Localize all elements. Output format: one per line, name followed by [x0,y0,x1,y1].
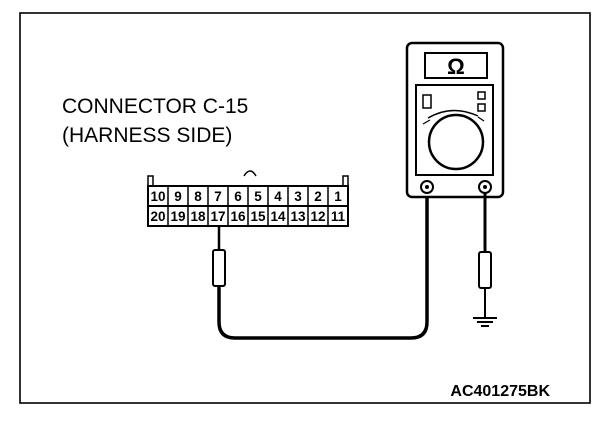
figure-border [19,12,591,404]
switch-right-bottom-icon [477,103,486,112]
pin-6: 6 [234,189,242,204]
pin-14: 14 [270,209,286,224]
pin-3: 3 [294,189,302,204]
pin-11: 11 [331,209,346,224]
connector-latch [243,170,257,177]
pin-13: 13 [290,209,306,224]
pin-2: 2 [314,189,322,204]
pin-15: 15 [250,209,266,224]
pin-16: 16 [230,209,246,224]
test-lead-wire [217,187,429,340]
ohmmeter: Ω [405,41,505,199]
ohm-symbol: Ω [447,54,465,79]
ground-symbol-icon [473,317,497,327]
pin-8: 8 [194,189,202,204]
pin-5: 5 [254,189,262,204]
meter-display [424,52,488,79]
pin-10: 10 [150,189,165,204]
pin-9: 9 [174,189,182,204]
dial-knob-icon [427,113,485,171]
dial-scale-icon [427,109,479,119]
ground-probe [478,251,492,289]
connector-tab-right [342,175,349,186]
pin-18: 18 [190,209,206,224]
ground-lead [478,193,492,318]
connector-title: CONNECTOR C-15 [62,95,248,118]
switch-right-top-icon [477,91,486,100]
connector-tab-left [147,175,154,186]
switch-left-icon [422,94,432,109]
pin-12: 12 [310,209,325,224]
pin-20: 20 [150,209,165,224]
pin-1: 1 [334,189,342,204]
connector-c15: 10 9 8 7 6 5 4 3 2 1 20 19 18 17 16 15 1… [147,170,349,227]
pin-17: 17 [210,209,225,224]
pin-dividers [167,186,329,226]
pin-19: 19 [170,209,185,224]
pin-4: 4 [274,189,282,204]
pin-7: 7 [214,189,222,204]
test-probe-pin17 [212,226,226,287]
figure-code: AC401275BK [450,383,550,400]
connector-subtitle: (HARNESS SIDE) [62,124,232,147]
